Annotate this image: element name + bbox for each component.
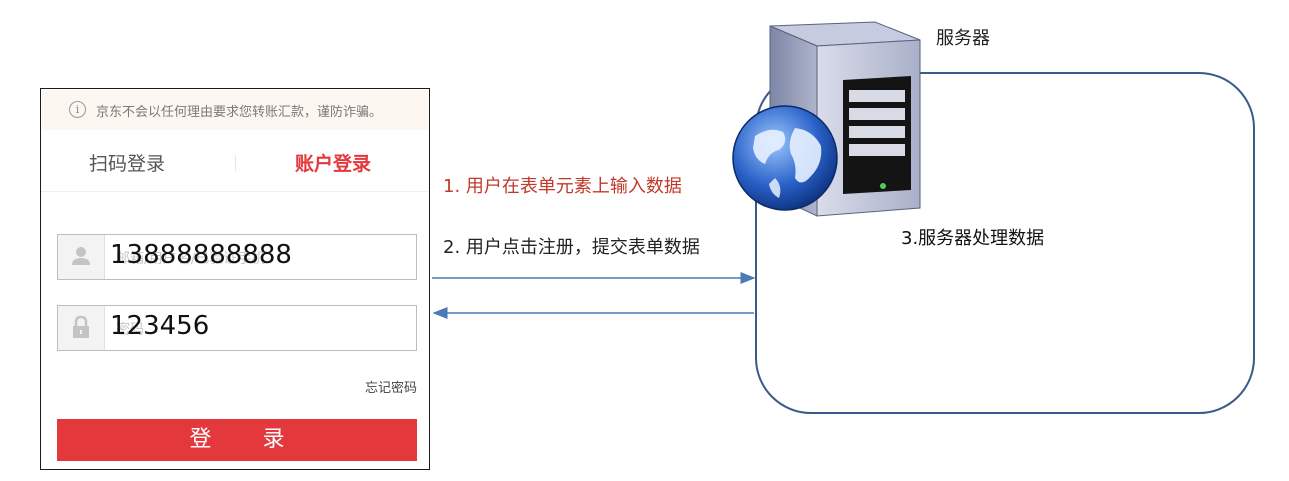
- fraud-notice: i 京东不会以任何理由要求您转账汇款，谨防诈骗。: [42, 90, 428, 130]
- username-field[interactable]: 邮箱/用户名/已验证手机 13888888888: [57, 234, 417, 280]
- step3-label: 3.服务器处理数据: [901, 228, 1045, 249]
- tab-qr-login[interactable]: 扫码登录: [89, 153, 166, 175]
- server-label: 服务器: [936, 28, 990, 49]
- server-icon: [732, 21, 921, 217]
- info-icon: i: [69, 101, 86, 118]
- user-icon: [58, 235, 105, 279]
- login-button[interactable]: 登 录: [57, 419, 417, 461]
- step1-label: 1. 用户在表单元素上输入数据: [443, 176, 682, 197]
- password-field[interactable]: 密码 123456: [57, 305, 417, 351]
- username-value: 13888888888: [110, 240, 292, 270]
- lock-icon: [58, 306, 105, 350]
- server-box: [755, 72, 1255, 414]
- password-value: 123456: [110, 311, 210, 341]
- tab-account-login[interactable]: 账户登录: [295, 153, 372, 175]
- password-placeholder: 密码: [116, 322, 144, 338]
- forgot-password-link[interactable]: 忘记密码: [364, 381, 417, 396]
- login-tabs: 扫码登录 账户登录: [41, 131, 429, 192]
- tab-divider: [235, 155, 236, 171]
- login-panel: i 京东不会以任何理由要求您转账汇款，谨防诈骗。 扫码登录 账户登录 邮箱/用户…: [40, 88, 430, 470]
- username-placeholder: 邮箱/用户名/已验证手机: [116, 251, 266, 267]
- step2-label: 2. 用户点击注册，提交表单数据: [443, 237, 700, 258]
- notice-text: 京东不会以任何理由要求您转账汇款，谨防诈骗。: [96, 105, 383, 120]
